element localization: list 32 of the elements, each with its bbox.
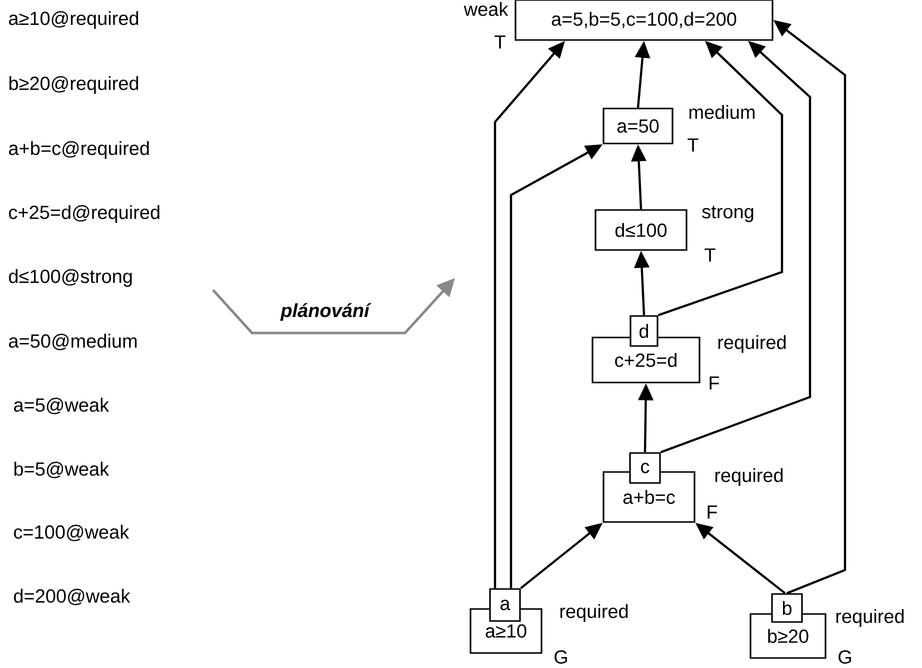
constraint-box: a=50 xyxy=(602,108,674,144)
variable-box: d xyxy=(630,315,658,347)
constraint-label: a+b=c@required xyxy=(9,141,149,159)
constraint-label: a=50@medium xyxy=(9,334,137,350)
strength-label: required xyxy=(836,609,904,627)
strength-label: required xyxy=(718,335,786,353)
strength-label: strong xyxy=(702,206,754,222)
constraint-label: a=5@weak xyxy=(14,398,110,414)
constraint-box: d≤100 xyxy=(594,209,688,251)
state-label: G xyxy=(554,650,567,664)
constraint-label: d=200@weak xyxy=(14,588,130,606)
arrow-label: plánování xyxy=(280,303,372,321)
variable-box: c xyxy=(629,452,661,484)
state-label: G xyxy=(838,650,851,664)
variable-box: a xyxy=(489,588,521,622)
constraint-label: b≥20@required xyxy=(9,76,138,94)
constraint-label: c+25=d@required xyxy=(9,205,160,223)
state-label: T xyxy=(704,248,716,262)
constraint-label: a≥10@required xyxy=(9,11,138,29)
constraint-label: d≤100@strong xyxy=(9,269,132,287)
constraint-box: a=5,b=5,c=100,d=200 xyxy=(514,0,774,41)
state-label: F xyxy=(708,505,718,519)
constraint-label: c=100@weak xyxy=(14,524,130,542)
constraint-label: b=5@weak xyxy=(14,462,110,478)
strength-label: weak xyxy=(464,2,508,16)
strength-label: required xyxy=(715,468,783,486)
strength-label: medium xyxy=(689,105,755,119)
strength-label: required xyxy=(560,604,628,622)
state-label: T xyxy=(688,138,698,152)
state-label: T xyxy=(494,35,506,49)
variable-box: b xyxy=(771,593,803,623)
state-label: F xyxy=(710,376,720,390)
